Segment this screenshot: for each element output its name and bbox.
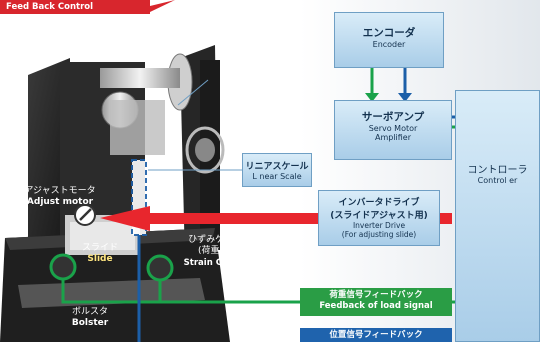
inverter-drive-box: インバータドライブ (スライドアジャスト用) Inverter Drive (F… <box>318 190 440 246</box>
press-machine-illustration <box>0 45 242 342</box>
inverter-en-label-1: Inverter Drive <box>352 221 406 230</box>
load-feedback-jp: 荷重信号フィードバック <box>329 290 423 300</box>
controller-jp-label: コントローラ <box>467 165 528 176</box>
bolster-jp-label: ボルスタ <box>71 307 108 317</box>
linear-scale-jp-label: リニアスケール <box>245 162 309 172</box>
servo-en-label-2: Amplifier <box>374 133 412 142</box>
feedback-banner-shape <box>0 0 175 14</box>
slide-jp-label: スライド <box>81 243 118 253</box>
strain-gauge-jp-label-2: (荷重計) <box>197 246 233 256</box>
slide-en-label: Slide <box>87 254 113 264</box>
inverter-en-label-2: (For adjusting slide) <box>341 230 417 239</box>
feedback-control-title: Feed Back Control <box>6 2 94 12</box>
encoder-en-label: Encoder <box>372 40 406 49</box>
encoder-jp-label: エンコーダ <box>362 27 416 39</box>
linear-scale-box: リニアスケール L near Scale <box>242 153 312 187</box>
inverter-jp-label-1: インバータドライブ <box>338 198 420 208</box>
servo-amplifier-box: サーボアンプ Servo Motor Amplifier <box>334 100 452 160</box>
encoder-box: エンコーダ Encoder <box>334 12 444 68</box>
strain-gauge-jp-label-1: ひずみゲージ <box>188 235 242 245</box>
load-feedback-en: Feedback of load signal <box>319 300 433 311</box>
servo-jp-label: サーボアンプ <box>361 111 425 123</box>
controller-box: コントローラ Control er <box>455 90 540 342</box>
servo-en-label-1: Servo Motor <box>368 124 418 133</box>
strain-gauge-en-label: Strain Gauge <box>183 258 247 268</box>
position-feedback-banner: 位置信号フィードバック <box>300 328 452 342</box>
linear-scale-en-label: L near Scale <box>252 172 302 181</box>
inverter-jp-label-2: (スライドアジャスト用) <box>330 211 428 221</box>
bolster-en-label: Bolster <box>71 318 109 328</box>
load-feedback-banner: 荷重信号フィードバック Feedback of load signal <box>300 288 452 316</box>
controller-en-label: Control er <box>477 176 518 185</box>
adjust-motor-en-label: Adjust motor <box>26 197 94 207</box>
position-feedback-jp: 位置信号フィードバック <box>329 330 423 340</box>
adjust-motor-jp-label: アジャストモータ <box>24 186 96 196</box>
